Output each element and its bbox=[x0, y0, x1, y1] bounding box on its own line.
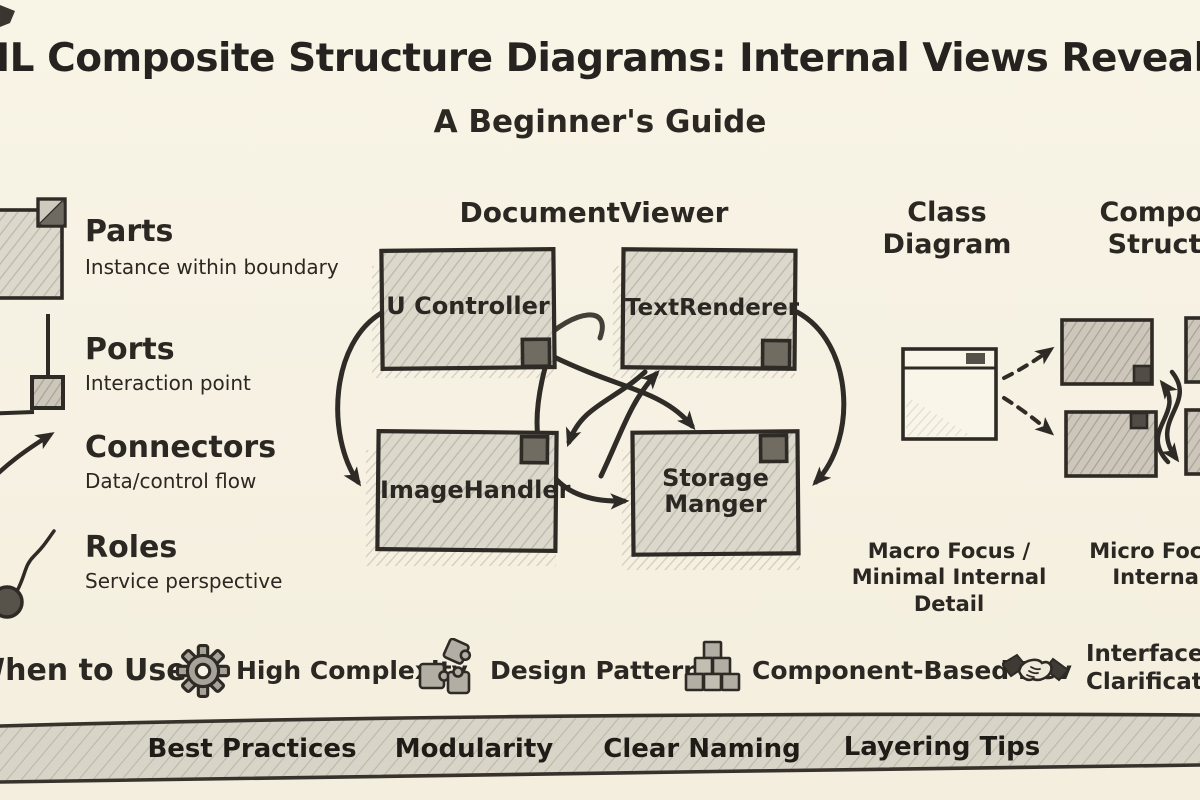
part-label-textrenderer: TextRenderer bbox=[625, 295, 800, 321]
legend-parts-name: Parts bbox=[85, 214, 174, 249]
banner-layering-tips: Layering Tips bbox=[843, 732, 1041, 762]
legend-roles-name: Roles bbox=[85, 530, 178, 565]
legend-roles-desc: Service perspective bbox=[85, 569, 283, 593]
handshake-icon bbox=[1002, 648, 1068, 694]
port-square bbox=[760, 338, 792, 370]
mini-part-boxes bbox=[1060, 316, 1200, 478]
legend-ports-desc: Interaction point bbox=[85, 371, 251, 395]
role-lollipop-icon bbox=[0, 529, 56, 619]
legend-connectors-desc: Data/control flow bbox=[85, 469, 257, 493]
footer-banner-band bbox=[0, 712, 1200, 784]
port-square bbox=[758, 433, 789, 464]
banner-best-practices: Best Practices bbox=[147, 734, 357, 764]
connector-arrow-icon bbox=[0, 432, 55, 475]
part-label-imagehandler: ImageHandler bbox=[380, 476, 571, 504]
when-to-use-label: When to Use bbox=[0, 653, 187, 688]
composite-diagram-title: DocumentViewer bbox=[459, 196, 729, 229]
page-title: UML Composite Structure Diagrams: Intern… bbox=[0, 36, 1200, 81]
part-box-storagemanger bbox=[630, 429, 801, 557]
part-box-imagehandler bbox=[375, 428, 559, 554]
port-square-icon bbox=[0, 314, 65, 416]
class-diagram-caption: Macro Focus / Minimal Internal Detail bbox=[851, 539, 1047, 616]
port-square bbox=[520, 337, 552, 369]
part-box-textrenderer bbox=[620, 247, 798, 371]
part-label-ucontroller: U Controller bbox=[386, 292, 550, 320]
use-item-interface-clarification: Interface Clarification bbox=[1086, 641, 1200, 695]
corner-fleck bbox=[0, 5, 15, 27]
part-box-ucontroller bbox=[379, 246, 557, 372]
class-diagram-title: Class Diagram bbox=[882, 197, 1012, 261]
puzzle-icon bbox=[416, 638, 474, 698]
legend-parts-desc: Instance within boundary bbox=[85, 255, 339, 279]
use-item-design-patterns: Design Patterns bbox=[490, 656, 716, 685]
legend-ports-name: Ports bbox=[85, 332, 175, 367]
composite-structure-title: Composite Structure bbox=[1099, 197, 1200, 261]
banner-modularity: Modularity bbox=[394, 734, 554, 764]
part-label-storagemanger: Storage Manger bbox=[662, 464, 769, 519]
class-window-icon bbox=[901, 347, 998, 441]
page-subtitle: A Beginner's Guide bbox=[433, 104, 767, 140]
dashed-arrows bbox=[1002, 346, 1055, 436]
composite-structure-caption: Micro Focus / High Internal Detail bbox=[1089, 539, 1200, 590]
legend-connectors-name: Connectors bbox=[85, 430, 277, 465]
mini-crossing-arrows bbox=[1155, 369, 1182, 465]
part-box-icon bbox=[0, 197, 67, 300]
gear-icon bbox=[176, 644, 230, 698]
port-square bbox=[519, 434, 550, 465]
banner-clear-naming: Clear Naming bbox=[603, 734, 801, 764]
blocks-icon bbox=[682, 640, 742, 696]
